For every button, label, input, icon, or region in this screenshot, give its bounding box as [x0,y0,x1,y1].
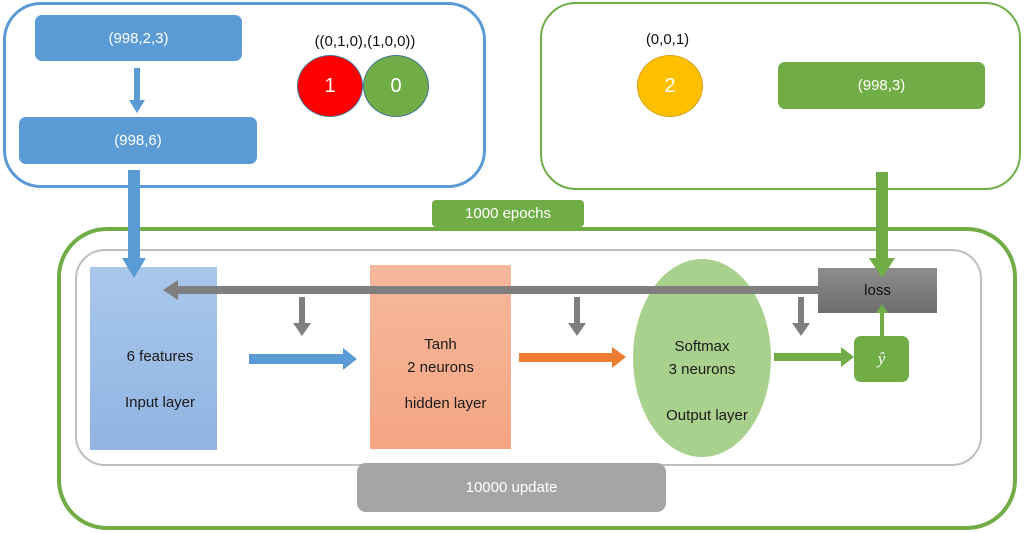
raw-shape-box: (998,2,3) [35,15,242,61]
output-layer-neurons: 3 neurons [668,361,736,378]
onehot-caption-right: (0,0,1) [645,31,690,48]
hidden-layer-title: hidden layer [404,395,487,412]
class-circle-0: 0 [363,55,429,117]
output-layer-title: Output layer [666,407,748,424]
epochs-frame [57,227,1017,530]
epochs-badge: 1000 epochs [432,200,584,227]
target-to-loss-arrow [869,172,895,278]
update-arrow-1 [293,297,311,336]
updates-label: 10000 update [465,479,558,496]
input-to-hidden-arrow [249,348,357,370]
class-circle-1: 1 [297,55,363,117]
loss-label: loss [864,282,891,299]
epochs-label: 1000 epochs [465,205,551,222]
input-data-frame [3,2,486,188]
output-layer-activation: Softmax [674,338,730,355]
onehot-caption-left: ((0,1,0),(1,0,0)) [314,33,416,50]
target-shape-label: (998,3) [857,77,906,94]
data-to-input-arrow [122,170,146,278]
target-shape-box: (998,3) [778,62,985,109]
hidden-layer [370,265,511,449]
loss-box: loss [818,268,937,313]
class-circle-1-label: 1 [324,74,336,97]
raw-shape-label: (998,2,3) [108,29,169,47]
prediction-to-loss-arrow [876,304,888,337]
reshape-arrow [129,68,145,113]
prediction-label: ŷ [877,349,886,368]
hidden-to-output-arrow [519,347,626,368]
class-circle-0-label: 0 [390,74,402,97]
input-layer [90,267,217,450]
flattened-shape-label: (998,6) [114,132,162,149]
backprop-arrow [163,280,819,300]
updates-badge: 10000 update [357,463,666,512]
prediction-box: ŷ [854,336,909,382]
target-data-frame [540,2,1021,190]
class-circle-2-label: 2 [664,74,676,97]
flattened-shape-box: (998,6) [19,117,257,164]
update-arrow-3 [792,297,810,336]
hidden-layer-neurons: 2 neurons [407,359,474,376]
input-layer-features: 6 features [126,348,194,365]
class-circle-2: 2 [637,55,703,117]
input-layer-title: Input layer [124,394,196,411]
hidden-layer-activation: Tanh [424,336,457,353]
update-arrow-2 [568,297,586,336]
output-to-prediction-arrow [774,347,854,367]
